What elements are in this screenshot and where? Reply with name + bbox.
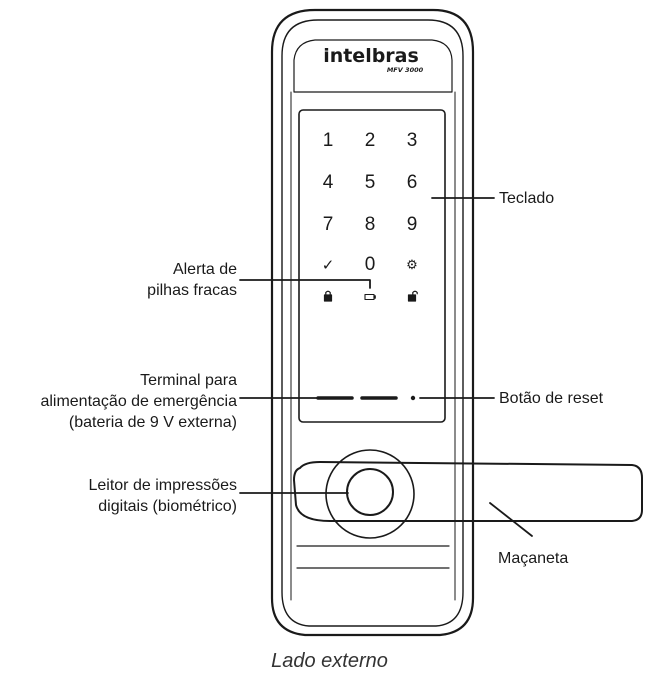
label-leitor-line1: Leitor de impressões xyxy=(88,477,237,494)
fingerprint-rosette xyxy=(325,449,415,539)
lock-open-icon xyxy=(407,290,418,302)
label-alerta: Alerta de pilhas fracas xyxy=(147,259,237,301)
battery-icon xyxy=(364,293,376,301)
lock-body-inner xyxy=(281,19,464,627)
key-settings[interactable]: ⚙ xyxy=(406,257,418,272)
key-0[interactable]: 0 xyxy=(365,254,376,275)
key-5[interactable]: 5 xyxy=(365,172,376,193)
key-confirm[interactable]: ✓ xyxy=(322,257,335,274)
label-terminal-line1: Terminal para xyxy=(140,372,237,389)
key-7[interactable]: 7 xyxy=(323,214,334,235)
key-3[interactable]: 3 xyxy=(407,130,418,151)
handle-outline xyxy=(293,461,643,522)
label-teclado: Teclado xyxy=(499,190,555,207)
reset-button xyxy=(410,395,416,401)
brand-logo: intelbras xyxy=(323,45,419,67)
alerta-leader xyxy=(239,279,371,289)
lock-closed-icon xyxy=(323,290,333,302)
top-panel-outline xyxy=(293,39,453,93)
label-macaneta: Maçaneta xyxy=(498,550,569,567)
label-terminal-line2: alimentação de emergência xyxy=(40,393,237,410)
key-1[interactable]: 1 xyxy=(323,130,334,151)
macaneta-leader xyxy=(489,502,533,537)
label-reset: Botão de reset xyxy=(499,390,604,407)
label-leitor: Leitor de impressões digitais (biométric… xyxy=(88,475,237,517)
model-label: MFV 3000 xyxy=(387,66,424,74)
label-terminal-line3: (bateria de 9 V externa) xyxy=(68,414,237,431)
label-leitor-line2: digitais (biométrico) xyxy=(98,498,237,515)
key-6[interactable]: 6 xyxy=(407,172,418,193)
key-2[interactable]: 2 xyxy=(365,130,376,151)
label-alerta-line2: pilhas fracas xyxy=(147,282,237,299)
label-alerta-line1: Alerta de xyxy=(172,261,237,278)
label-terminal: Terminal para alimentação de emergência … xyxy=(40,370,237,433)
caption: Lado externo xyxy=(271,650,388,672)
key-4[interactable]: 4 xyxy=(323,172,334,193)
key-8[interactable]: 8 xyxy=(365,214,376,235)
fingerprint-reader xyxy=(346,468,394,516)
key-9[interactable]: 9 xyxy=(407,214,418,235)
lock-body-outline xyxy=(270,8,475,637)
keypad-panel xyxy=(298,109,446,423)
